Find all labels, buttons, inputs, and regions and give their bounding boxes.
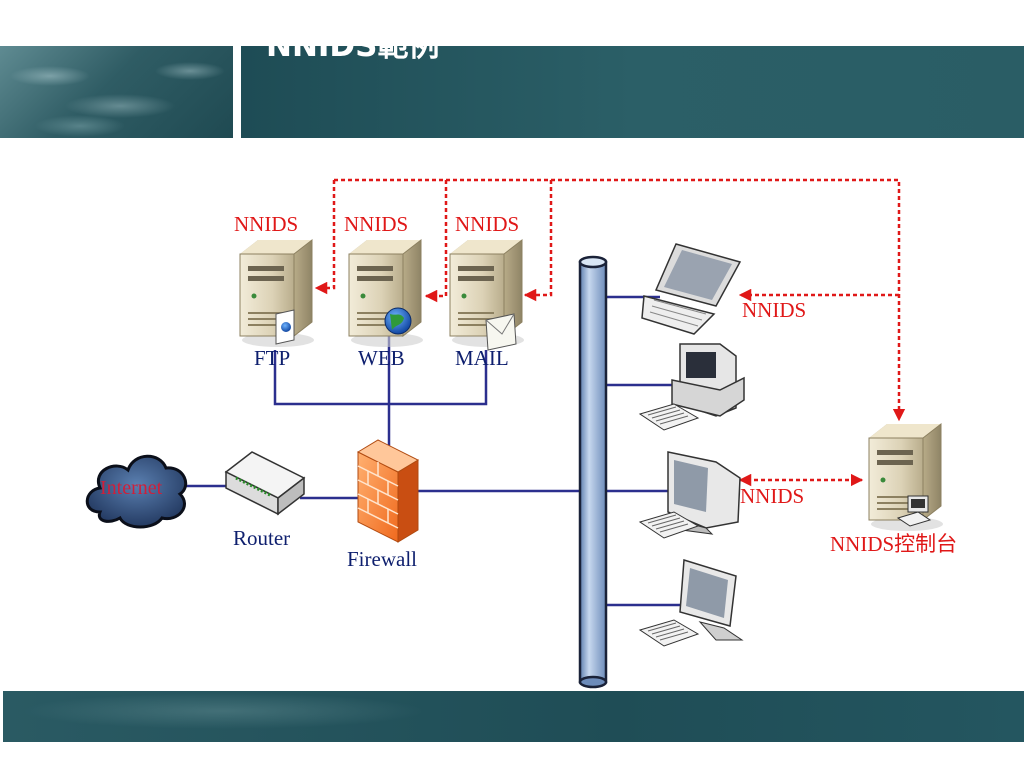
web-label: WEB bbox=[358, 346, 405, 370]
dmz-bus bbox=[273, 350, 488, 406]
header-photo bbox=[0, 46, 233, 138]
network-links bbox=[183, 295, 682, 607]
backbone-pipe bbox=[578, 255, 608, 689]
laptop-icon bbox=[641, 243, 742, 335]
cloud-icon bbox=[85, 454, 188, 529]
crt-workstation-icon bbox=[639, 451, 741, 539]
internet-label: Internet bbox=[100, 477, 163, 499]
mail-server bbox=[449, 239, 525, 351]
router-icon bbox=[224, 451, 306, 516]
mail-nnids-tag: NNIDS bbox=[455, 212, 520, 236]
console-label: NNIDS控制台 bbox=[830, 532, 958, 556]
ftp-server bbox=[239, 239, 315, 348]
folder-icon bbox=[275, 309, 295, 345]
slide-header bbox=[0, 46, 1024, 138]
envelope-icon bbox=[485, 313, 517, 351]
ftp-label: FTP bbox=[254, 346, 291, 370]
workstation-nnids-tag: NNIDS bbox=[740, 484, 805, 508]
mini-pc-icon bbox=[896, 495, 932, 527]
management-links bbox=[314, 178, 906, 487]
lcd-workstation-icon bbox=[639, 559, 744, 647]
web-nnids-tag: NNIDS bbox=[344, 212, 409, 236]
console-server bbox=[868, 423, 944, 532]
mail-label: MAIL bbox=[455, 346, 509, 370]
firewall-icon bbox=[356, 439, 420, 543]
router-label: Router bbox=[233, 526, 291, 550]
web-server bbox=[348, 239, 424, 348]
desktop-icon bbox=[639, 343, 745, 431]
mgmt-link-web bbox=[424, 180, 448, 303]
header-band bbox=[241, 46, 1024, 138]
mgmt-link-ftp bbox=[314, 180, 336, 295]
laptop-nnids-tag: NNIDS bbox=[742, 298, 807, 322]
mgmt-link-top bbox=[334, 178, 906, 422]
ftp-nnids-tag: NNIDS bbox=[234, 212, 299, 236]
firewall-label: Firewall bbox=[347, 547, 417, 571]
mgmt-link-mail bbox=[523, 180, 553, 302]
slide-title: NNIDS範例 bbox=[266, 28, 440, 64]
slide-footer bbox=[3, 691, 1024, 742]
